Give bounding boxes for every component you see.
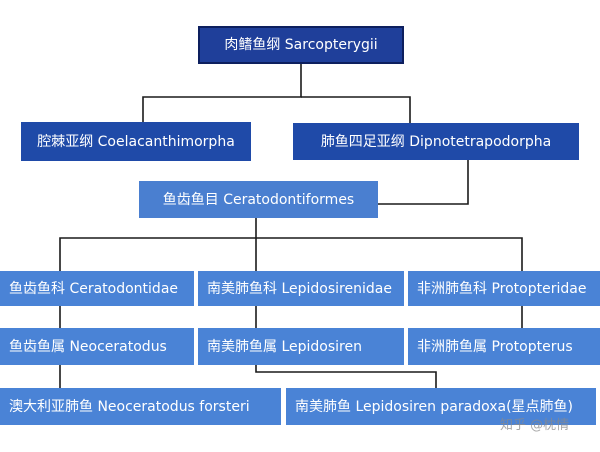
node-neoceratodus: 鱼齿鱼属 Neoceratodus <box>0 328 194 365</box>
edge-ceratodontiformes-ceratodontidae <box>59 218 257 271</box>
node-label: 鱼齿鱼属 Neoceratodus <box>9 338 167 355</box>
node-coelacanthimorpha: 腔棘亚纲 Coelacanthimorpha <box>21 122 251 161</box>
node-label: 肺鱼四足亚纲 Dipnotetrapodorpha <box>320 133 552 150</box>
node-label: 澳大利亚肺鱼 Neoceratodus forsteri <box>9 398 250 415</box>
edge-sarcopterygii-dipnotetrapodorpha <box>301 96 411 123</box>
edge-lepidosiren-paradoxa <box>255 365 437 388</box>
edge-sarcopterygii-coelacanthimorpha <box>142 64 302 122</box>
node-ceratodontiformes: 鱼齿鱼目 Ceratodontiformes <box>139 181 378 218</box>
edge-dipnotetrapodorpha-ceratodontiformes <box>378 160 469 205</box>
node-label: 南美肺鱼科 Lepidosirenidae <box>207 280 392 297</box>
node-label: 南美肺鱼属 Lepidosiren <box>207 338 362 355</box>
node-lepidosiren: 南美肺鱼属 Lepidosiren <box>198 328 404 365</box>
node-lepidosirenidae: 南美肺鱼科 Lepidosirenidae <box>198 271 404 306</box>
node-label: 非洲肺鱼属 Protopterus <box>417 338 573 355</box>
edge-ceratodontiformes-protopteridae <box>256 237 523 271</box>
node-label: 鱼齿鱼目 Ceratodontiformes <box>162 191 355 208</box>
node-protopterus: 非洲肺鱼属 Protopterus <box>408 328 600 365</box>
node-dipnotetrapodorpha: 肺鱼四足亚纲 Dipnotetrapodorpha <box>293 123 579 160</box>
node-protopteridae: 非洲肺鱼科 Protopteridae <box>408 271 600 306</box>
node-label: 南美肺鱼 Lepidosiren paradoxa(星点肺鱼) <box>295 398 574 415</box>
node-label: 非洲肺鱼科 Protopteridae <box>417 280 587 297</box>
node-ceratodontidae: 鱼齿鱼科 Ceratodontidae <box>0 271 194 306</box>
node-neoceratodus-forsteri: 澳大利亚肺鱼 Neoceratodus forsteri <box>0 388 281 425</box>
node-label: 腔棘亚纲 Coelacanthimorpha <box>37 133 235 150</box>
node-sarcopterygii: 肉鳍鱼纲 Sarcopterygii <box>198 26 404 64</box>
node-label: 肉鳍鱼纲 Sarcopterygii <box>224 37 378 53</box>
watermark: 知乎 @枕情 <box>500 418 570 433</box>
node-lepidosiren-paradoxa: 南美肺鱼 Lepidosiren paradoxa(星点肺鱼) <box>286 388 596 425</box>
node-label: 鱼齿鱼科 Ceratodontidae <box>9 280 179 297</box>
